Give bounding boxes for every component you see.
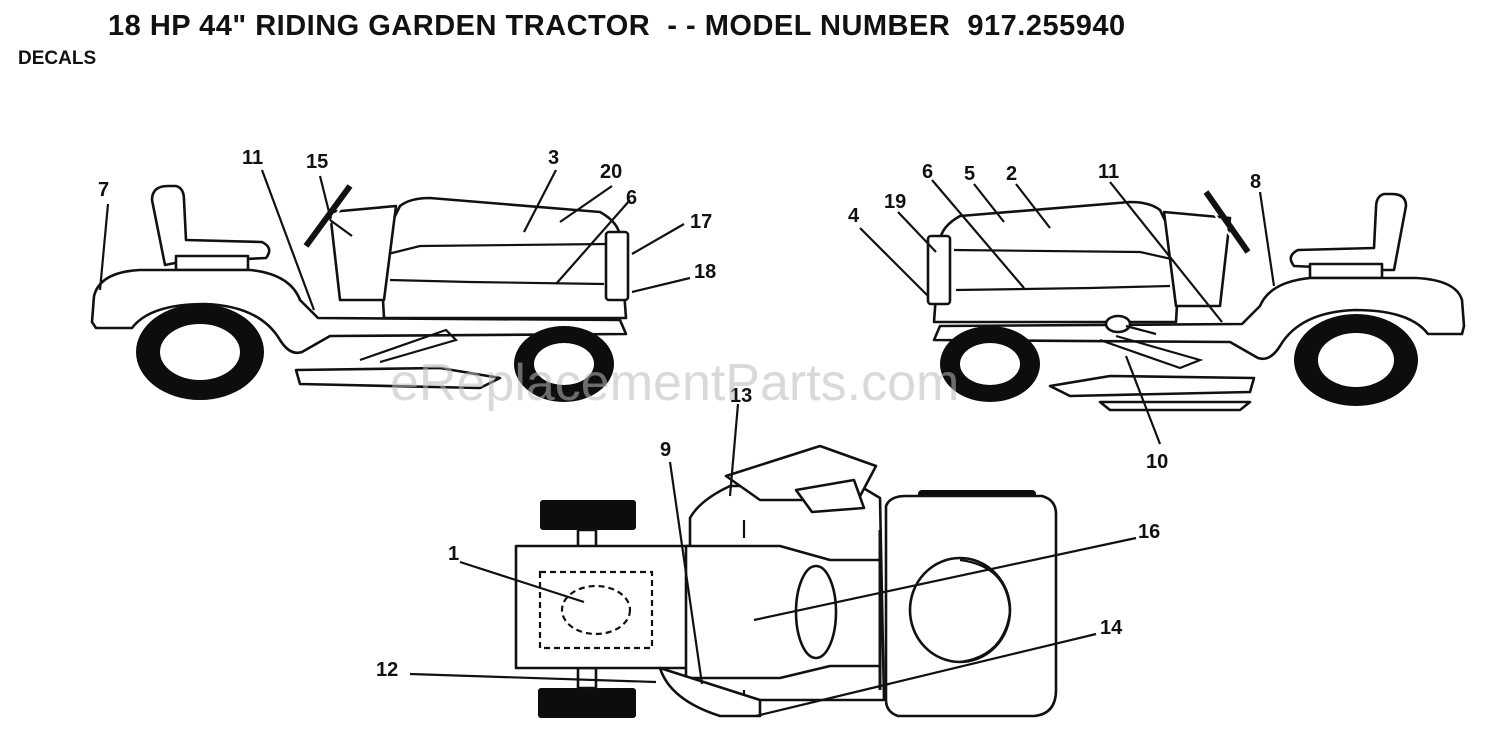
page-subtitle: DECALS: [18, 48, 97, 69]
seat: [1289, 192, 1408, 272]
tractor-right-side-view: [926, 190, 1466, 412]
rear-fender: [90, 268, 628, 355]
callout-8: 8: [1250, 171, 1261, 193]
callout-16: 16: [1138, 521, 1160, 543]
tractor-left-side-view: [90, 184, 630, 402]
callout-3: 3: [548, 147, 559, 169]
callout-7: 7: [98, 179, 109, 201]
callout-11: 11: [242, 147, 263, 169]
rear-fender: [932, 276, 1466, 361]
page-title: 18 HP 44" RIDING GARDEN TRACTOR - - MODE…: [108, 10, 1126, 42]
callout-17: 17: [690, 211, 712, 233]
callout-5: 5: [964, 163, 975, 185]
tractor-top-view: [514, 444, 1058, 718]
callout-13: 13: [730, 385, 752, 407]
callout-11: 11: [1098, 161, 1119, 183]
mower-deck: [294, 366, 502, 390]
watermark: eReplacementParts.com: [390, 354, 959, 412]
hood: [932, 200, 1182, 324]
callout-4: 4: [848, 205, 860, 227]
callout-20: 20: [600, 161, 622, 183]
callout-9: 9: [660, 439, 671, 461]
callout-12: 12: [376, 659, 398, 681]
callout-19: 19: [884, 191, 906, 213]
callout-10: 10: [1146, 451, 1168, 473]
callout-6: 6: [922, 161, 933, 183]
hood: [378, 196, 628, 320]
callout-15: 15: [306, 151, 328, 173]
front-hood: [514, 544, 694, 670]
callout-6: 6: [626, 187, 637, 209]
leader-lines: [98, 169, 1276, 718]
callout-14: 14: [1100, 617, 1123, 639]
callout-18: 18: [694, 261, 716, 283]
mower-deck: [1048, 374, 1256, 398]
callout-2: 2: [1006, 163, 1017, 185]
callout-labels: 7 11 15 3 20 6 17 18 6 5 2 11 19 4 8 10 …: [98, 147, 1261, 681]
seat: [150, 184, 271, 267]
callout-1: 1: [448, 543, 459, 565]
